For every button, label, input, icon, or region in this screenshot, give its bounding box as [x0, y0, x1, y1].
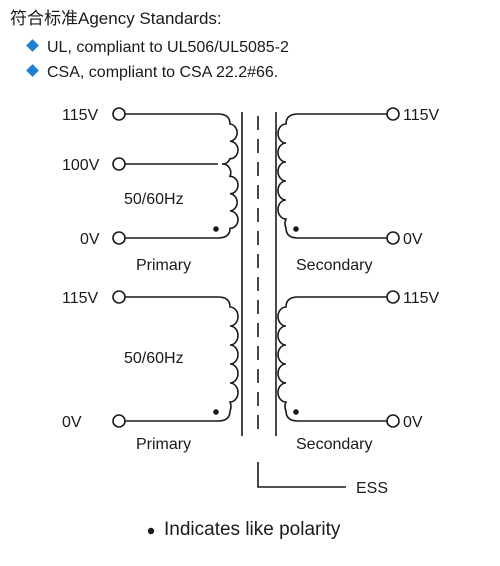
- polarity-dot-lower-primary: [213, 409, 219, 415]
- standard-ul: UL, compliant to UL506/UL5085-2: [26, 38, 289, 58]
- label-lower-secondary-115v: 115V: [403, 290, 440, 307]
- lower-secondary-winding: [277, 290, 400, 428]
- upper-primary-winding: [112, 107, 239, 245]
- legend-polarity-dot: [147, 527, 155, 535]
- label-upper-secondary: Secondary: [296, 257, 373, 274]
- label-lower-frequency: 50/60Hz: [124, 350, 184, 367]
- terminal-lower-primary-0v: [112, 414, 126, 428]
- terminal-lower-secondary-0v: [386, 414, 400, 428]
- polarity-dot-upper-secondary: [293, 226, 299, 232]
- polarity-dot-upper-primary: [213, 226, 219, 232]
- terminal-upper-secondary-0v: [386, 231, 400, 245]
- label-upper-secondary-115v: 115V: [403, 107, 440, 124]
- agency-standards-title: 符合标准Agency Standards:: [10, 9, 222, 28]
- polarity-legend-text: Indicates like polarity: [164, 519, 341, 540]
- terminal-upper-primary-100v: [112, 157, 126, 171]
- label-upper-primary-0v: 0V: [80, 231, 100, 248]
- polarity-dot-lower-secondary: [293, 409, 299, 415]
- label-lower-primary: Primary: [136, 436, 191, 453]
- label-lower-primary-0v: 0V: [62, 414, 82, 431]
- upper-secondary-winding: [277, 107, 400, 245]
- lower-primary-winding: [112, 290, 239, 428]
- label-lower-secondary-0v: 0V: [403, 414, 423, 431]
- label-upper-frequency: 50/60Hz: [124, 191, 184, 208]
- terminal-lower-primary-115v: [112, 290, 126, 304]
- label-upper-secondary-0v: 0V: [403, 231, 423, 248]
- terminal-upper-primary-0v: [112, 231, 126, 245]
- terminal-upper-primary-115v: [112, 107, 126, 121]
- ess-leader-line: [257, 462, 346, 488]
- label-upper-primary-100v: 100V: [62, 157, 100, 174]
- label-upper-primary: Primary: [136, 257, 191, 274]
- label-ess: ESS: [356, 480, 388, 497]
- standard-csa: CSA, compliant to CSA 22.2#66.: [26, 63, 279, 83]
- label-lower-secondary: Secondary: [296, 436, 373, 453]
- label-upper-primary-115v: 115V: [62, 107, 99, 124]
- terminal-upper-secondary-115v: [386, 107, 400, 121]
- label-lower-primary-115v: 115V: [62, 290, 99, 307]
- standard-csa-text: CSA, compliant to CSA 22.2#66.: [47, 64, 279, 81]
- standard-ul-text: UL, compliant to UL506/UL5085-2: [47, 39, 289, 56]
- terminal-lower-secondary-115v: [386, 290, 400, 304]
